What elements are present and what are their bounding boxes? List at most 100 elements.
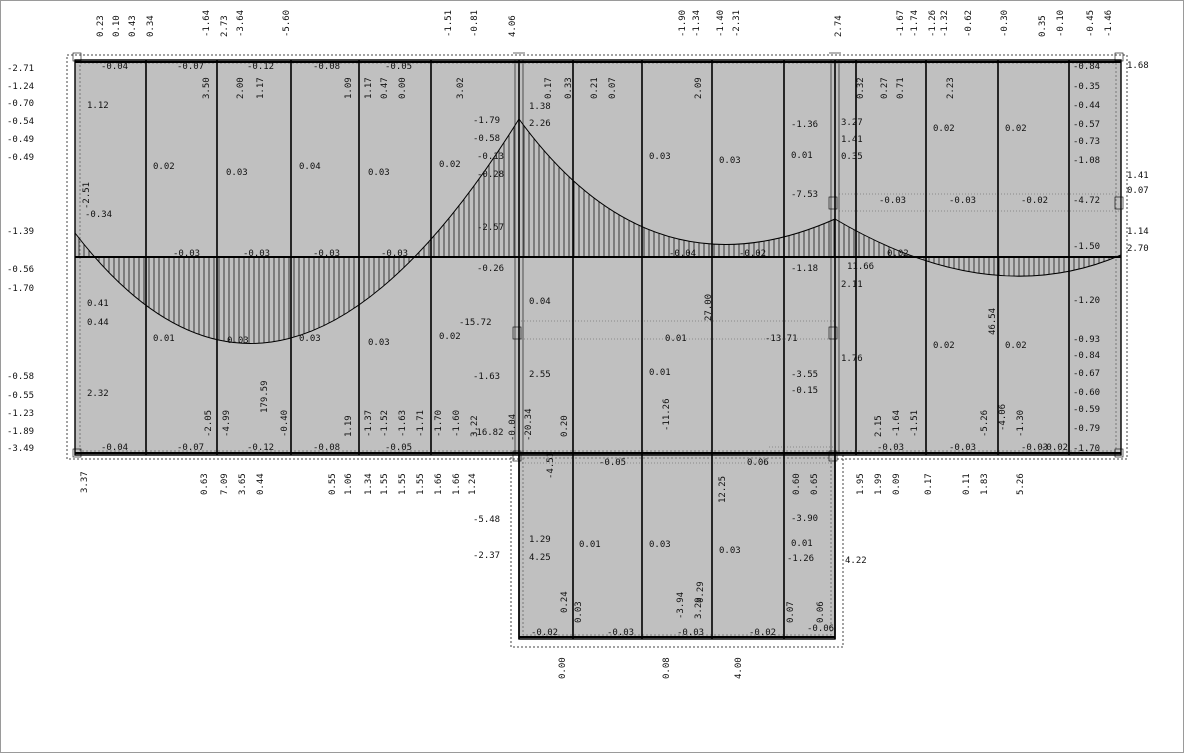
- cell-value: -1.79: [473, 116, 500, 126]
- cell-value: 2.32: [87, 389, 109, 399]
- rotated-value: 2.09: [694, 77, 704, 99]
- cell-value: 11.66: [847, 262, 874, 272]
- cell-value: -0.04: [101, 62, 128, 72]
- top-label: -1.46: [1104, 10, 1114, 37]
- cell-value: -0.28: [477, 170, 504, 180]
- top-label: -1.67: [896, 10, 906, 37]
- cell-value: -0.13: [477, 152, 504, 162]
- rotated-value: 1.17: [364, 77, 374, 99]
- top-label: -1.74: [910, 10, 920, 37]
- cell-value: -0.04: [669, 249, 696, 259]
- right-label: -0.60: [1073, 388, 1100, 398]
- cell-value: 0.01: [791, 151, 813, 161]
- cell-value: 0.02: [439, 160, 461, 170]
- annex-right-label: 4.22: [845, 556, 867, 566]
- bottom-label: 0.60: [792, 473, 802, 495]
- bottom-label: 1.55: [416, 473, 426, 495]
- bottom-label: 0.11: [962, 473, 972, 495]
- cell-value: -0.15: [791, 386, 818, 396]
- right-label: -0.57: [1073, 120, 1100, 130]
- bottom-label: 1.34: [364, 473, 374, 495]
- cell-value: 0.03: [227, 336, 249, 346]
- left-label: -0.56: [7, 265, 34, 275]
- bottom-label: 0.17: [924, 473, 934, 495]
- cell-value: 0.03: [299, 334, 321, 344]
- rotated-value: 0.24: [560, 591, 570, 613]
- cell-value: 1.38: [529, 102, 551, 112]
- cell-value: -0.03: [1021, 443, 1048, 453]
- rotated-value: -2.51: [82, 182, 92, 209]
- left-label: -1.23: [7, 409, 34, 419]
- cell-value: 0.35: [841, 152, 863, 162]
- cell-value: 0.03: [368, 168, 390, 178]
- cell-value: 27.00: [704, 294, 714, 321]
- right-label: -0.79: [1073, 424, 1100, 434]
- cell-value: 0.03: [368, 338, 390, 348]
- annex-left-label: -2.37: [473, 551, 500, 561]
- bottom-label: 1.95: [856, 473, 866, 495]
- bottom-label: 0.63: [200, 473, 210, 495]
- bottom-label: 7.09: [220, 473, 230, 495]
- left-label: -1.89: [7, 427, 34, 437]
- rotated-value: -1.70: [434, 410, 444, 437]
- rotated-value: 0.07: [786, 601, 796, 623]
- cell-value: -1.26: [787, 554, 814, 564]
- cell-value: -3.94: [676, 592, 686, 619]
- top-label: -0.45: [1086, 10, 1096, 37]
- top-label: -1.64: [202, 10, 212, 37]
- left-label: -0.54: [7, 117, 34, 127]
- cell-value: -0.06: [807, 624, 834, 634]
- rotated-value: -20.34: [524, 408, 534, 441]
- bottom-label: 1.99: [874, 473, 884, 495]
- cell-value: -3.55: [791, 370, 818, 380]
- right-label: -0.93: [1073, 335, 1100, 345]
- bottom-label: 0.65: [810, 473, 820, 495]
- left-label: -1.70: [7, 284, 34, 294]
- rotated-value: 3.02: [456, 77, 466, 99]
- rotated-value: 0.21: [590, 77, 600, 99]
- right-label: -1.50: [1073, 242, 1100, 252]
- cell-value: -0.02: [739, 249, 766, 259]
- bottom-label: 1.55: [398, 473, 408, 495]
- bottom-label: 0.09: [892, 473, 902, 495]
- annex-left-label: -5.48: [473, 515, 500, 525]
- rotated-value: -0.04: [508, 414, 518, 441]
- cell-value: 0.02: [933, 124, 955, 134]
- far-right-label: 1.41: [1127, 171, 1149, 181]
- top-label: 4.06: [508, 15, 518, 37]
- bottom-label: 0.55: [328, 473, 338, 495]
- rotated-value: 0.32: [856, 77, 866, 99]
- left-label: -0.49: [7, 135, 34, 145]
- top-label: -1.26: [928, 10, 938, 37]
- bottom-label: 1.83: [980, 473, 990, 495]
- cell-value: -0.03: [949, 196, 976, 206]
- cell-value: 0.02: [1005, 341, 1027, 351]
- cell-value: -0.07: [177, 62, 204, 72]
- rotated-value: 0.47: [380, 77, 390, 99]
- right-label: -1.20: [1073, 296, 1100, 306]
- cell-value: -13.71: [765, 334, 798, 344]
- rotated-value: 1.17: [256, 77, 266, 99]
- cell-value: -0.12: [247, 443, 274, 453]
- rotated-value: 0.33: [564, 77, 574, 99]
- rotated-value: -1.51: [910, 410, 920, 437]
- cell-value: -0.03: [949, 443, 976, 453]
- cell-value: -0.05: [599, 458, 626, 468]
- cell-value: 1.76: [841, 354, 863, 364]
- right-label: -0.73: [1073, 137, 1100, 147]
- top-label: -5.60: [282, 10, 292, 37]
- cell-value: 0.06: [747, 458, 769, 468]
- cell-value: 2.26: [529, 119, 551, 129]
- right-label: -1.70: [1073, 444, 1100, 454]
- cell-value: -0.26: [477, 264, 504, 274]
- cell-value: -0.34: [85, 210, 112, 220]
- cell-value: 0.41: [87, 299, 109, 309]
- rotated-value: -4.06: [998, 404, 1008, 431]
- bottom-label: 1.24: [468, 473, 478, 495]
- cell-values: 1.12 0.02 0.03 0.04 0.03 0.02 -0.34 -0.0…: [85, 62, 1068, 638]
- annex-slab: [518, 454, 836, 640]
- top-label: -1.34: [692, 10, 702, 37]
- right-label: -1.08: [1073, 156, 1100, 166]
- left-label: -0.55: [7, 391, 34, 401]
- cell-value: 2.11: [841, 280, 863, 290]
